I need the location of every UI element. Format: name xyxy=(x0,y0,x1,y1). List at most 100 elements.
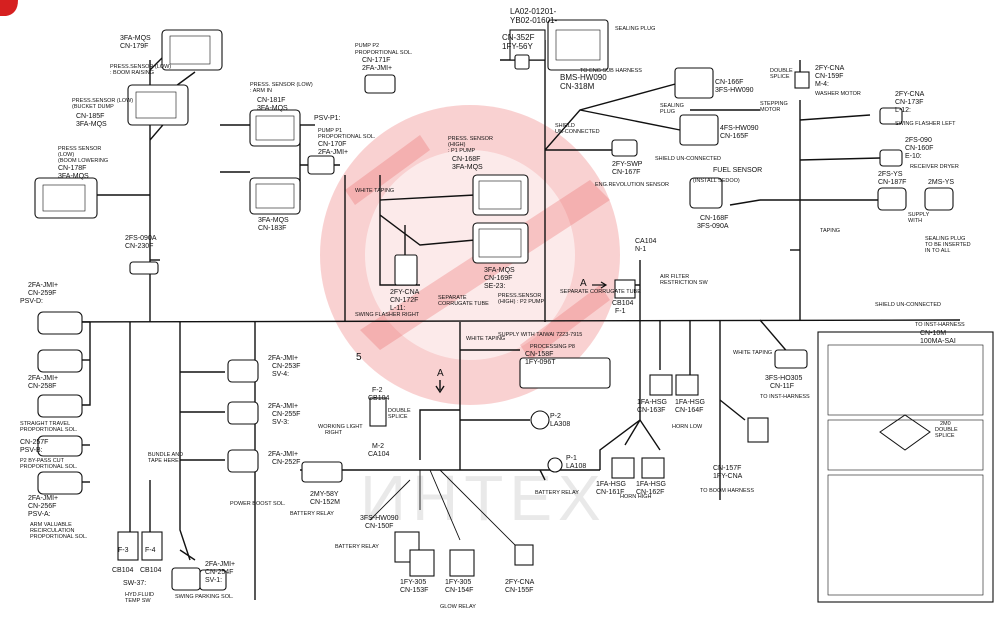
label-p2-bypass: P2 BY-PASS CUT xyxy=(20,458,65,464)
label-f2: F-2 xyxy=(372,387,383,394)
label-cn185-b: (BUCKET DUMP xyxy=(72,104,114,110)
label-cn166-b: 3FS-HW090 xyxy=(715,87,754,94)
label-stepping-motor-b: MOTOR xyxy=(760,107,780,113)
label-cn257: CN-257F xyxy=(20,439,48,446)
label-cn163: 1FA-HSG xyxy=(637,399,667,406)
label-cn252: 2FA-JMI+ xyxy=(268,451,298,458)
label-cn259: 2FA-JMI+ xyxy=(28,282,58,289)
label-to-inst-1-b: CN-10M xyxy=(920,330,946,337)
label-cn259-b: CN-259F xyxy=(28,290,56,297)
label-cn178-e: 3FA-MQS xyxy=(58,173,89,180)
connector-cn257 xyxy=(37,435,83,457)
label-supply-taiwan: SUPPLY WITH TAIWAI 7223-7915 xyxy=(498,332,582,338)
label-cn183-b: CN-183F xyxy=(258,225,286,232)
label-cn158-b: 1FY-096T xyxy=(525,359,556,366)
connector-cn154 xyxy=(449,549,475,577)
label-cn167: 2FY-SWP xyxy=(612,161,643,168)
label-to-inst-1: TO INST-HARNESS xyxy=(915,322,965,328)
label-sealing-plug-3: SEALING PLUG xyxy=(925,236,965,242)
label-sealing-plug-3-b: TO BE INSERTED xyxy=(925,242,971,248)
connector-fuel xyxy=(689,177,723,209)
label-m2-b: CA104 xyxy=(368,451,390,458)
connector-cn252 xyxy=(227,449,259,473)
connector-2ms-ys xyxy=(924,187,954,211)
label-hyd-fluid-b: TEMP SW xyxy=(125,598,151,604)
label-taping: TAPING xyxy=(820,228,840,234)
connector-cn161 xyxy=(611,457,635,479)
label-sealing-plug-2-b: PLUG xyxy=(660,109,675,115)
label-cn164: 1FA-HSG xyxy=(675,399,705,406)
label-cn252-b: CN-252F xyxy=(272,459,300,466)
label-cn187: 2FS-YS xyxy=(878,171,903,178)
label-2m0: 2M0 xyxy=(940,421,951,427)
label-cn185: PRESS.SENSOR (LOW) xyxy=(72,98,133,104)
label-cn255: 2FA-JMI+ xyxy=(268,403,298,410)
connector-p1 xyxy=(547,457,563,473)
connector-cn187 xyxy=(877,187,907,211)
direction-arrows xyxy=(435,281,608,394)
connector-cn255 xyxy=(227,401,259,425)
label-cn173: 2FY-CNA xyxy=(895,91,925,98)
label-cn157: CN-157F xyxy=(713,465,741,472)
label-cn155: 2FY-CNA xyxy=(505,579,535,586)
label-battery-relay-2: BATTERY RELAY xyxy=(290,511,334,517)
label-cn172: 2FY-CNA xyxy=(390,289,420,296)
label-supply-with: SUPPLY xyxy=(908,212,930,218)
label-bms: BMS-HW090 xyxy=(560,73,607,82)
label-f4-b: CB104 xyxy=(140,567,162,574)
label-swing-flasher-right: SWING FLASHER RIGHT xyxy=(355,312,420,318)
label-power-boost: POWER BOOST SOL. xyxy=(230,501,286,507)
label-2m0-b: DOUBLE xyxy=(935,427,958,433)
label-cn162-b: CN-162F xyxy=(636,489,664,496)
label-double-splice-top-b: SPLICE xyxy=(770,74,790,80)
connector-cb104-f1 xyxy=(614,279,636,299)
label-battery-relay-3: BATTERY RELAY xyxy=(335,544,379,550)
label-cn158: CN-158F xyxy=(525,351,553,358)
label-cn173-c: L-12: xyxy=(895,107,911,114)
label-cn150-b: CN-150F xyxy=(365,523,393,530)
label-cn230: 2FS-090A xyxy=(125,235,157,242)
label-2ms-ys: 2MS-YS xyxy=(928,179,954,186)
connector-cn157 xyxy=(747,417,769,443)
connectors xyxy=(34,19,994,603)
label-swing-parking: SWING PARKING SOL. xyxy=(175,594,234,600)
connector-f3 xyxy=(117,531,139,561)
label-to-boom: TO BOOM HARNESS xyxy=(700,488,754,494)
label-cn160: 2FS-090 xyxy=(905,137,932,144)
label-p1: P-1 xyxy=(566,455,577,462)
connector-f4 xyxy=(141,531,163,561)
label-cn254-c: SV-1: xyxy=(205,577,222,584)
label-cn162: 1FA-HSG xyxy=(636,481,666,488)
label-cn178: PRESS SENSOR xyxy=(58,146,101,152)
label-swing-flasher-left: SWING FLASHER LEFT xyxy=(895,121,956,127)
label-double-splice-top: DOUBLE xyxy=(770,68,793,74)
label-cn254: 2FA-JMI+ xyxy=(205,561,235,568)
label-cn179-b: CN-179F xyxy=(120,43,148,50)
label-arrow-a-right: A xyxy=(580,278,587,289)
connector-cn230 xyxy=(129,261,159,275)
label-cn257-b: PSV-B: xyxy=(20,447,43,454)
connector-cn352-plug xyxy=(514,54,530,70)
label-battery-relay: BATTERY RELAY xyxy=(535,490,579,496)
label-cn168-b: (HIGH) xyxy=(448,142,466,148)
label-shield-1: SHIELD xyxy=(555,123,575,129)
label-cn168-e: 3FA-MQS xyxy=(452,164,483,171)
label-cn173-b: CN-173F xyxy=(895,99,923,106)
label-white-taping-1: WHITE TAPING xyxy=(355,188,394,194)
label-cn172-c: L-11: xyxy=(390,305,405,312)
label-cn352-b: 1FY-56Y xyxy=(502,42,534,51)
labels: LA02-01201- YB02-01601- CN-352F 1FY-56Y … xyxy=(20,7,971,610)
label-pump-p2-d: 2FA-JMI+ xyxy=(362,65,392,72)
label-cn181: PRESS. SENSOR (LOW) xyxy=(250,82,313,88)
label-cn181-c: CN-181F xyxy=(257,97,285,104)
connector-cn162 xyxy=(641,457,665,479)
label-cn253: 2FA-JMI+ xyxy=(268,355,298,362)
label-eng-rev: ENG.REVOLUTION SENSOR xyxy=(595,182,669,188)
label-stepping-motor: STEPPING xyxy=(760,101,788,107)
title-line1: LA02-01201- xyxy=(510,7,557,16)
label-shield-2: SHIELD UN-CONNECTED xyxy=(655,156,721,162)
label-cn178-b: (LOW) xyxy=(58,152,74,158)
connector-f2 xyxy=(369,397,387,427)
connector-cn167 xyxy=(611,139,638,157)
connector-cn172 xyxy=(394,254,418,286)
